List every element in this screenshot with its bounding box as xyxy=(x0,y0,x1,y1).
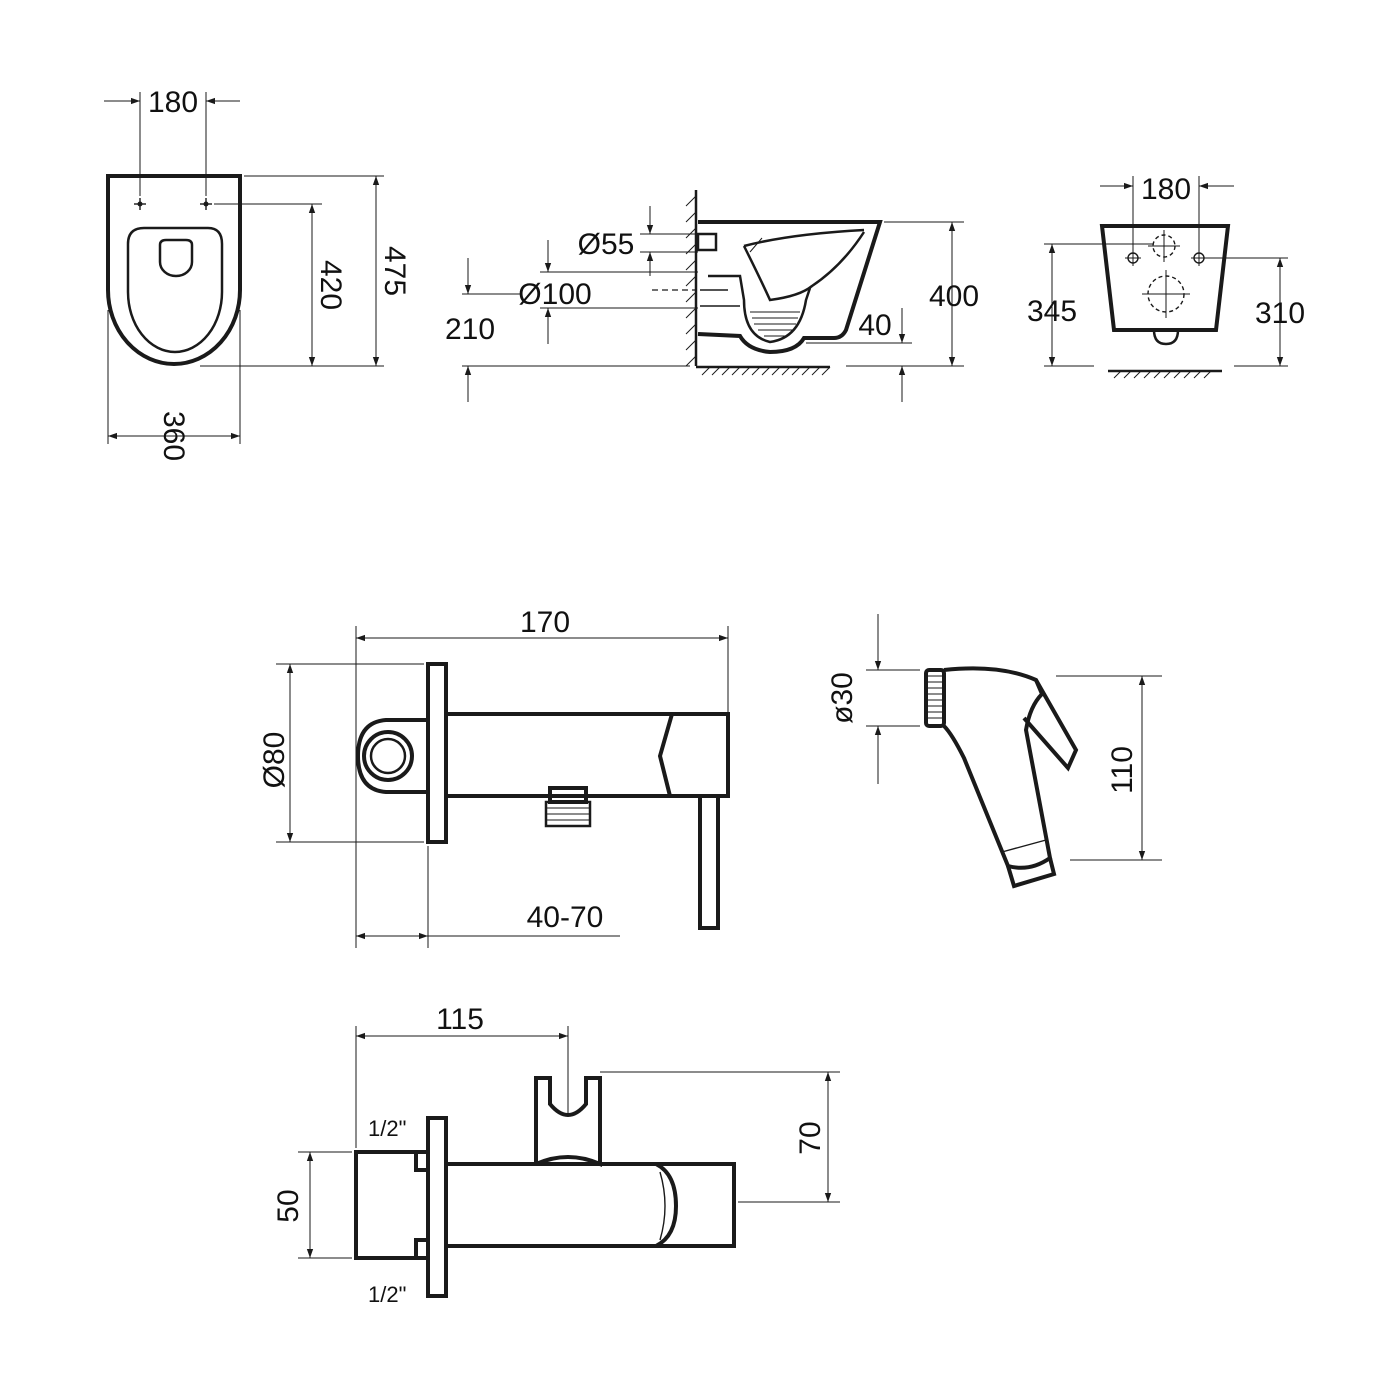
dim-mount-holes-top: 180 xyxy=(148,86,198,119)
dim-left-height: 345 xyxy=(1027,295,1077,328)
dim-right-height: 310 xyxy=(1255,297,1305,330)
inlet-ring-inner xyxy=(369,737,407,775)
inlet-pipe xyxy=(696,232,718,252)
mount-hole-right xyxy=(200,198,212,210)
dim-width: 360 xyxy=(157,411,190,461)
mount-hole-left xyxy=(134,198,146,210)
inlet-block xyxy=(354,1150,428,1260)
bowl-inner xyxy=(126,226,224,354)
knurled-ring xyxy=(924,668,946,728)
dim-length-outer: 475 xyxy=(378,246,411,296)
dim-valve-length: 170 xyxy=(520,606,570,639)
shower-trigger xyxy=(1022,679,1079,772)
dim-shower-diameter: ø30 xyxy=(826,672,859,724)
inlet-housing xyxy=(355,718,428,794)
top-body xyxy=(446,1162,679,1248)
bowl-outline xyxy=(106,174,242,366)
dim-mount-holes-back: 180 xyxy=(1141,173,1191,206)
toilet-side-view: Ø55 Ø100 210 400 40 xyxy=(445,190,979,402)
valve-body xyxy=(446,712,730,798)
valve-lever xyxy=(698,794,720,930)
toilet-top-view: 180 475 420 360 xyxy=(104,86,411,461)
dim-height: 400 xyxy=(929,280,979,313)
wall-hatch xyxy=(685,195,697,367)
dim-flange: Ø80 xyxy=(258,732,291,789)
dim-bottom: 40 xyxy=(858,309,891,342)
valve-flange xyxy=(426,662,448,844)
shower-holder xyxy=(534,1076,602,1168)
trap xyxy=(708,274,812,344)
toilet-body-back xyxy=(1099,224,1231,332)
dim-top-height: 70 xyxy=(794,1121,827,1154)
outlet-thread xyxy=(544,800,592,828)
thread-label-bottom: 1/2" xyxy=(368,1282,406,1307)
shower-body xyxy=(942,666,1053,870)
dim-top-length: 115 xyxy=(436,1003,484,1036)
valve-top-view: 115 1/2" 1/2" 70 50 xyxy=(272,1003,840,1307)
outlet-line xyxy=(700,289,740,307)
top-flange xyxy=(426,1116,448,1298)
dim-inlet: Ø55 xyxy=(578,228,635,261)
bowl-interior xyxy=(742,228,866,302)
dim-top-width: 50 xyxy=(272,1189,305,1222)
dim-outlet: Ø100 xyxy=(518,278,591,311)
valve-front-view: 170 Ø80 40-70 xyxy=(258,606,730,948)
knurl-lines xyxy=(926,675,944,719)
floor-hatch xyxy=(701,366,831,376)
toilet-body-side xyxy=(697,220,883,355)
dim-depth: 40-70 xyxy=(527,901,604,934)
dim-outlet-height: 210 xyxy=(445,313,495,346)
hand-shower: ø30 110 xyxy=(826,614,1162,889)
back-foot xyxy=(1152,329,1180,346)
thread-label-top: 1/2" xyxy=(368,1116,406,1141)
toilet-back-view: 180 345 310 xyxy=(1027,173,1305,379)
shower-connector xyxy=(1006,857,1057,889)
inlet-ring-outer xyxy=(362,730,414,782)
dim-shower-height: 110 xyxy=(1106,746,1139,794)
water-hatch xyxy=(750,311,800,337)
flush-hole xyxy=(158,238,194,278)
dim-length-inner: 420 xyxy=(314,260,347,310)
